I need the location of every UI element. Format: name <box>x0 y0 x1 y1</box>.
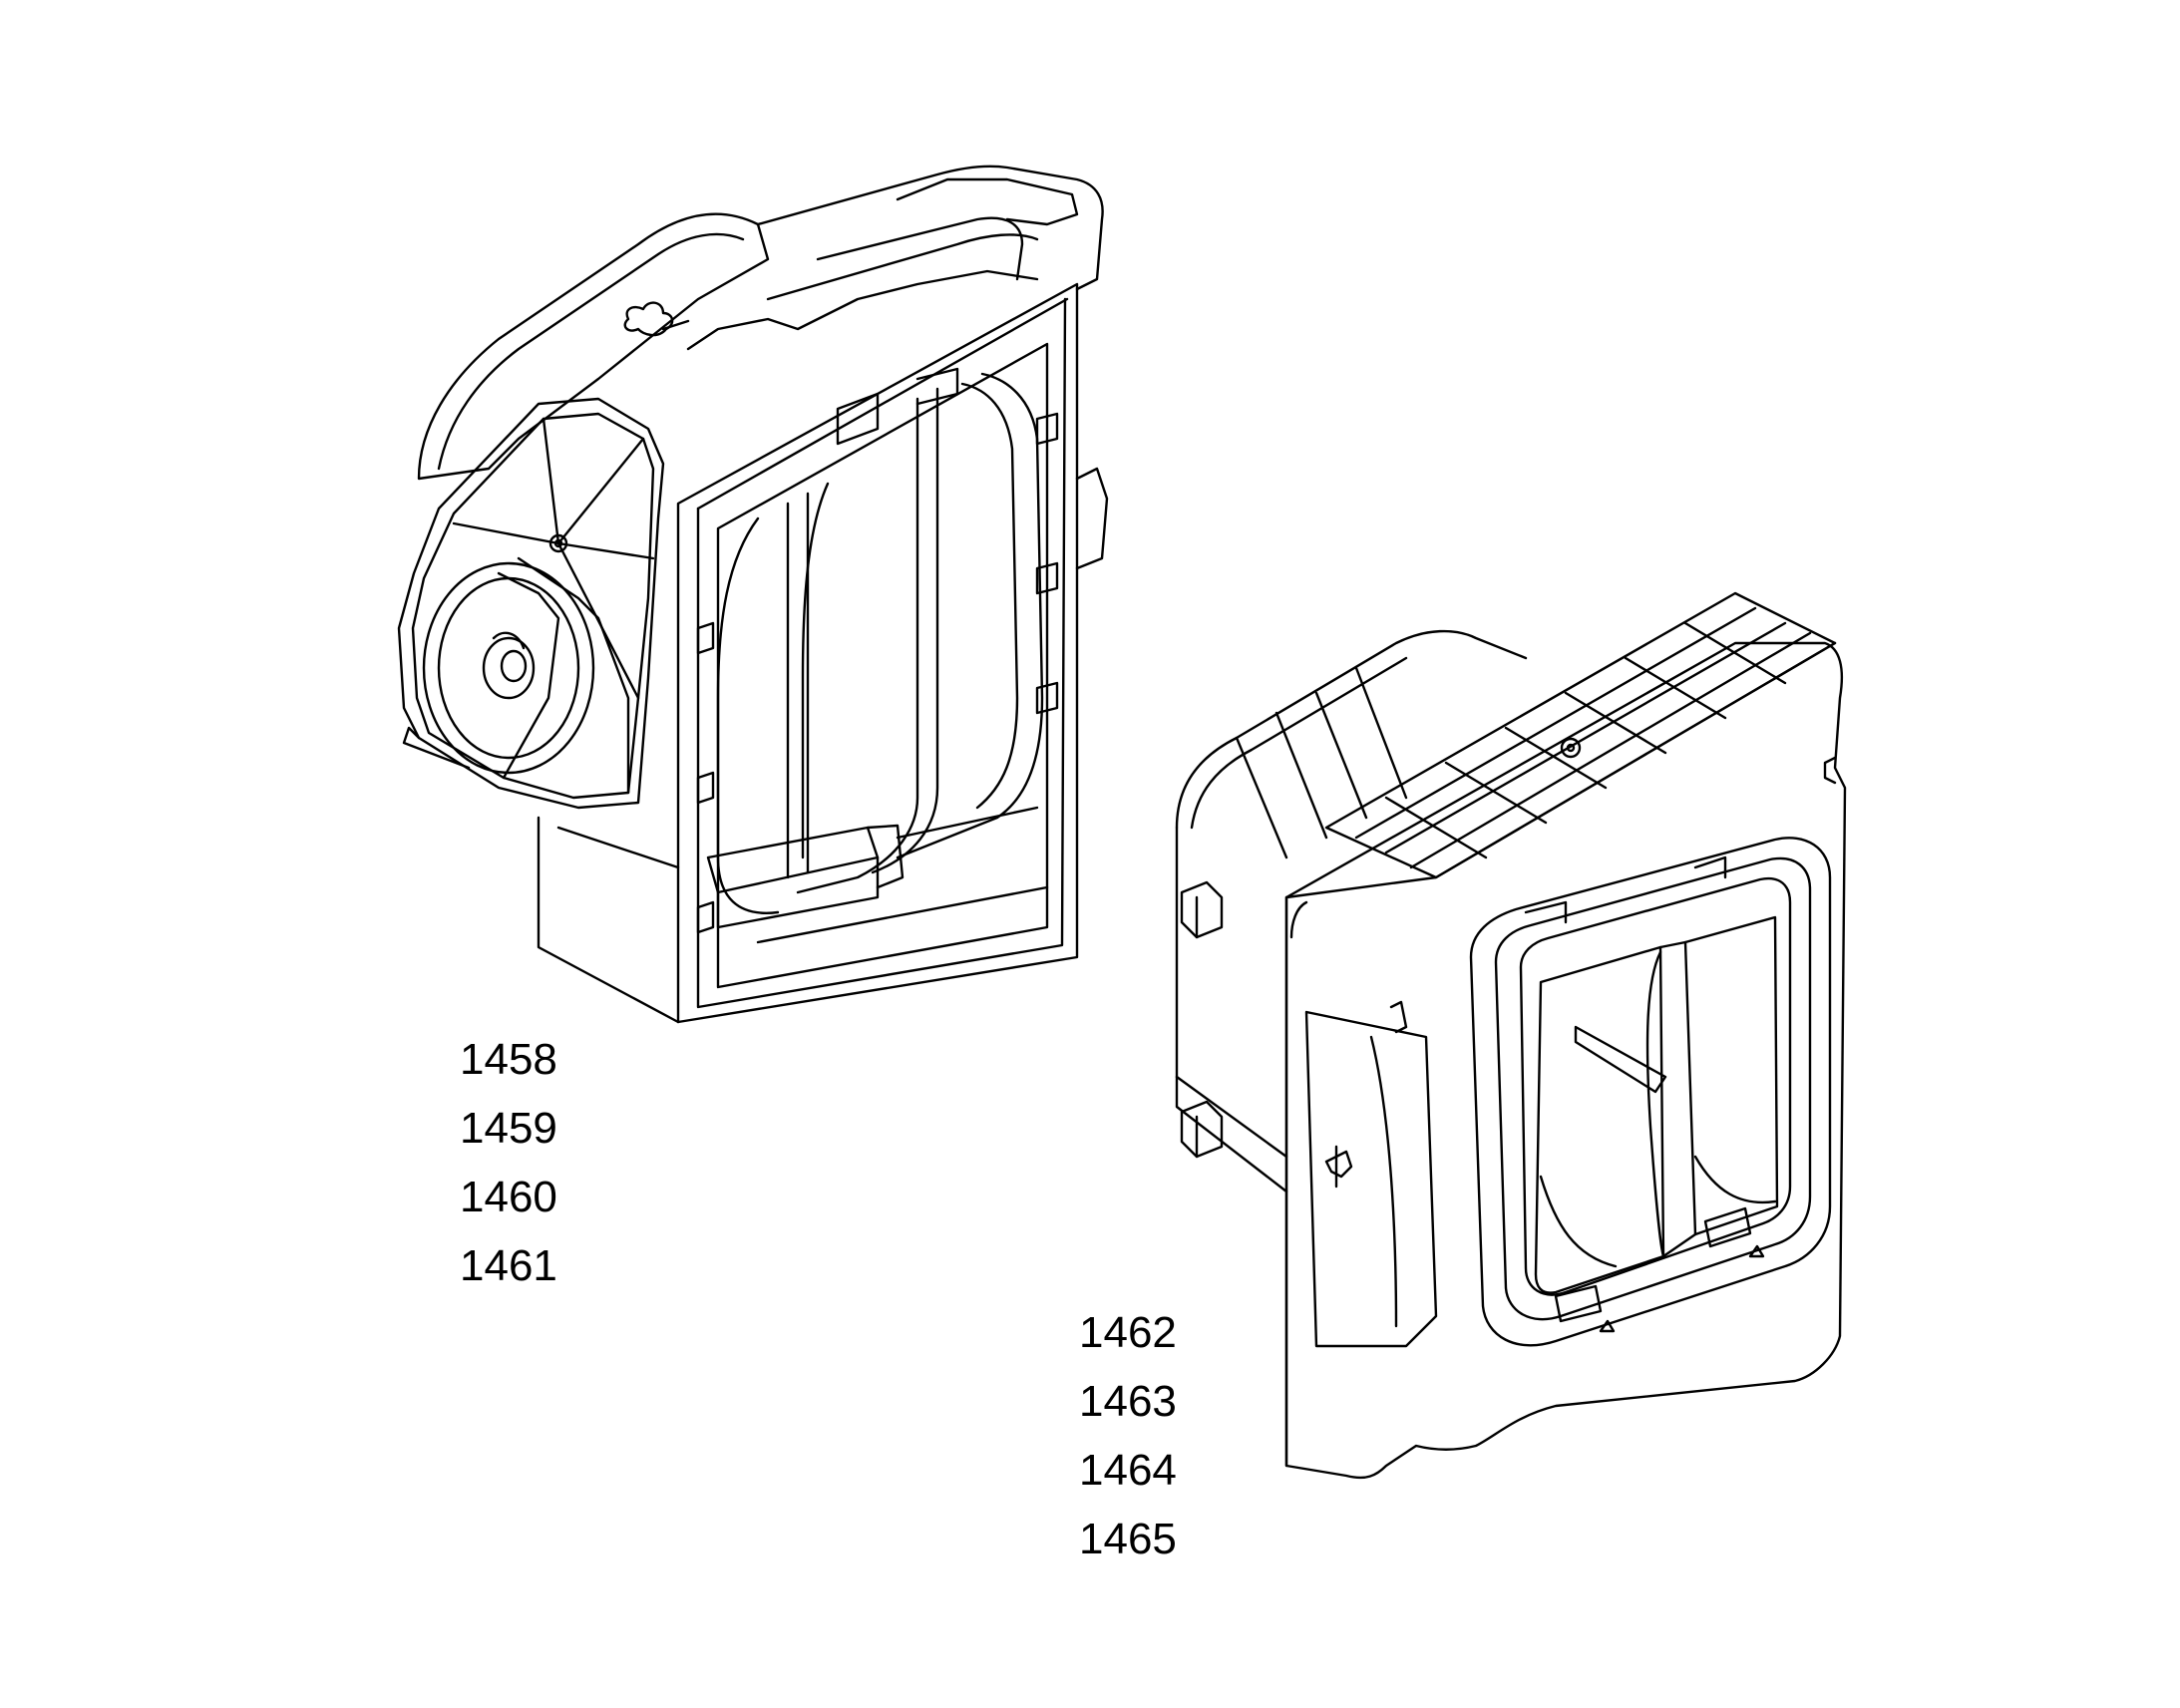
part-number-label: 1458 <box>460 1035 557 1084</box>
part-number-label: 1460 <box>460 1173 557 1221</box>
part-number-label: 1463 <box>1079 1377 1177 1426</box>
left-part-mounting-box <box>397 165 1109 1024</box>
part-number-label: 1459 <box>460 1104 557 1153</box>
part-number-label: 1462 <box>1079 1308 1177 1357</box>
part-number-label: 1465 <box>1079 1515 1177 1563</box>
right-part-mounting-box <box>1175 591 1847 1480</box>
part-number-label: 1461 <box>460 1241 557 1290</box>
part-number-label: 1464 <box>1079 1446 1177 1495</box>
